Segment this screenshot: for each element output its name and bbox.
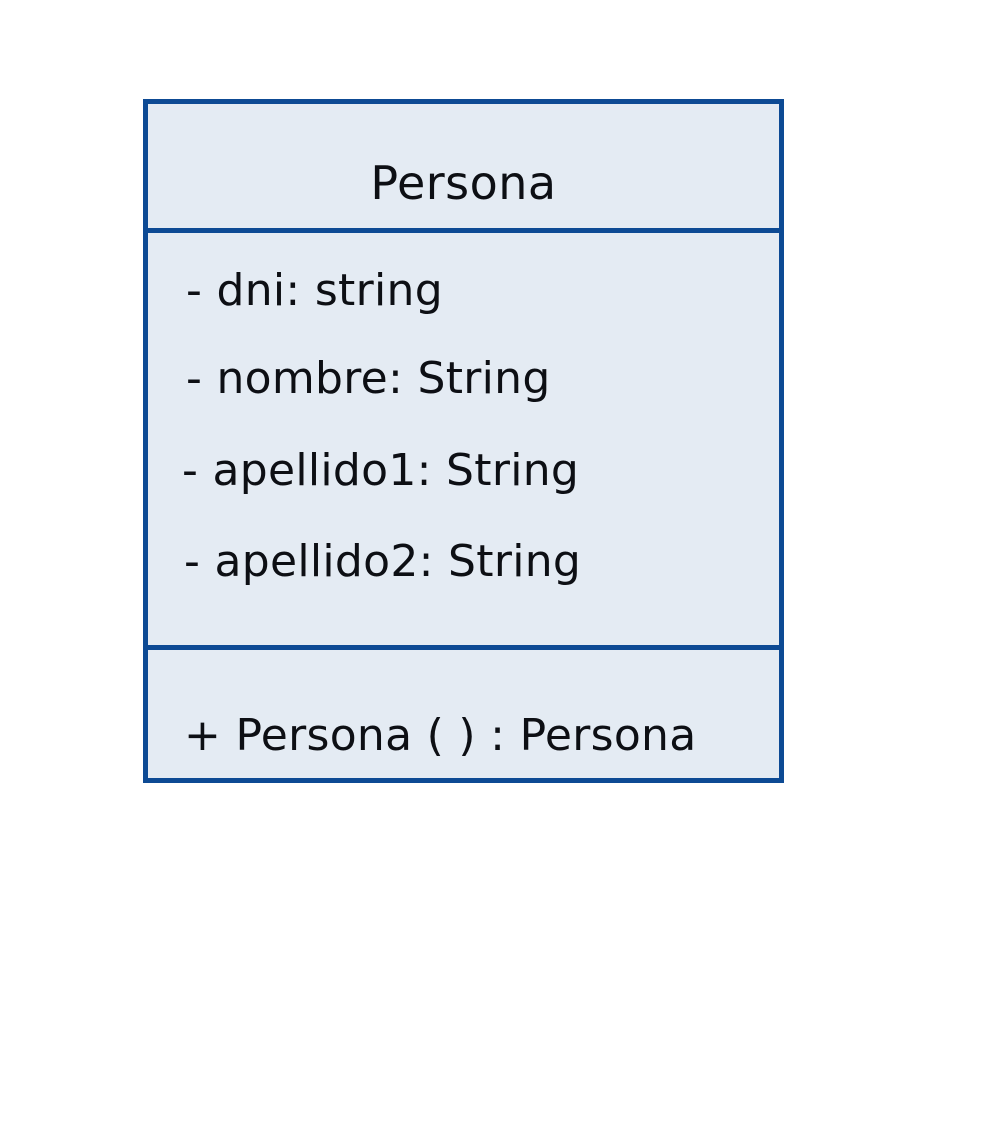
methods-compartment: + Persona ( ) : Persona	[148, 650, 779, 783]
class-name: Persona	[370, 156, 557, 210]
attributes-compartment: - dni: string - nombre: String - apellid…	[148, 233, 779, 650]
class-name-compartment: Persona	[148, 104, 779, 233]
uml-class-box: Persona - dni: string - nombre: String -…	[143, 99, 784, 783]
attribute-dni: - dni: string	[186, 265, 443, 316]
method-constructor: + Persona ( ) : Persona	[184, 710, 697, 761]
attribute-apellido1: - apellido1: String	[182, 445, 580, 496]
attribute-apellido2: - apellido2: String	[184, 536, 582, 587]
attribute-nombre: - nombre: String	[186, 353, 551, 404]
